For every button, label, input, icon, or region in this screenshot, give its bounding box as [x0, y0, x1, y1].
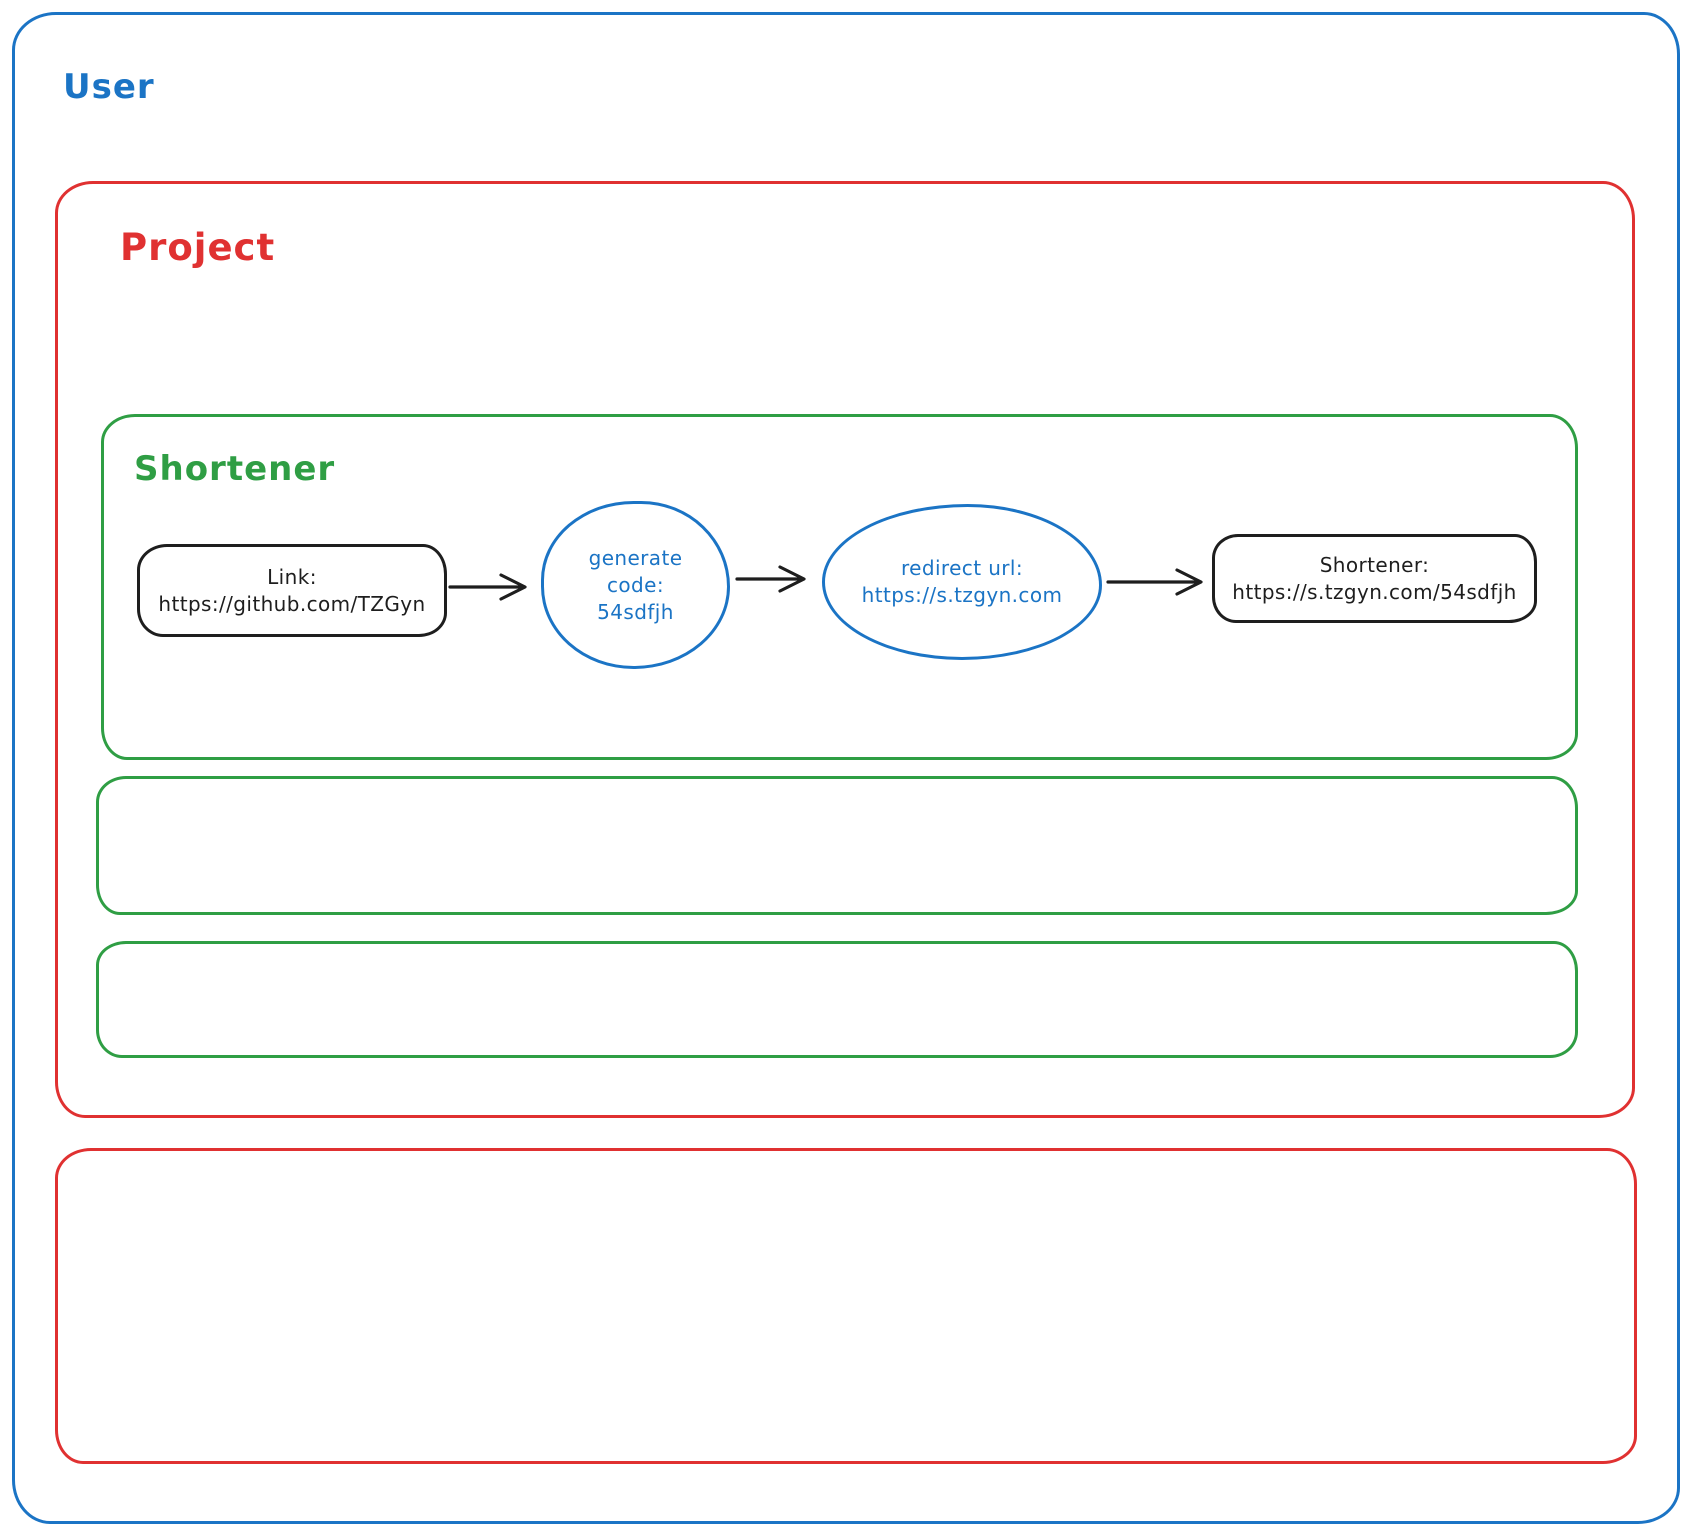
generate-node-line1: generate	[588, 545, 683, 570]
result-node-title: Shortener:	[1319, 552, 1430, 577]
empty-green-box-1[interactable]	[96, 776, 1578, 915]
link-node-url: https://github.com/TZGyn	[158, 591, 426, 616]
project-label: Project	[120, 226, 276, 269]
arrow-link-to-generate[interactable]	[447, 565, 529, 609]
arrow-generate-to-redirect[interactable]	[734, 557, 808, 601]
shortener-result-node[interactable]: Shortener: https://s.tzgyn.com/54sdfjh	[1212, 534, 1537, 623]
project-container[interactable]: Project Shortener Link: https://github.c…	[55, 181, 1635, 1118]
empty-green-box-2[interactable]	[96, 941, 1578, 1058]
generate-node-code: 54sdfjh	[597, 599, 674, 624]
result-node-url: https://s.tzgyn.com/54sdfjh	[1232, 579, 1517, 604]
user-label: User	[63, 67, 155, 107]
shortener-container[interactable]: Shortener Link: https://github.com/TZGyn…	[101, 414, 1578, 760]
shortener-label: Shortener	[134, 449, 336, 489]
redirect-node-title: redirect url:	[900, 556, 1024, 580]
arrow-redirect-to-result[interactable]	[1105, 560, 1205, 604]
link-node-title: Link:	[267, 564, 317, 589]
empty-red-box[interactable]	[55, 1148, 1637, 1464]
generate-node-line2: code:	[607, 572, 664, 597]
redirect-url-node[interactable]: redirect url: https://s.tzgyn.com	[822, 504, 1102, 660]
generate-code-node[interactable]: generate code: 54sdfjh	[541, 501, 730, 669]
link-node[interactable]: Link: https://github.com/TZGyn	[137, 544, 447, 637]
user-container[interactable]: User Project Shortener Link: https://git…	[12, 12, 1680, 1524]
redirect-node-url: https://s.tzgyn.com	[861, 583, 1063, 607]
